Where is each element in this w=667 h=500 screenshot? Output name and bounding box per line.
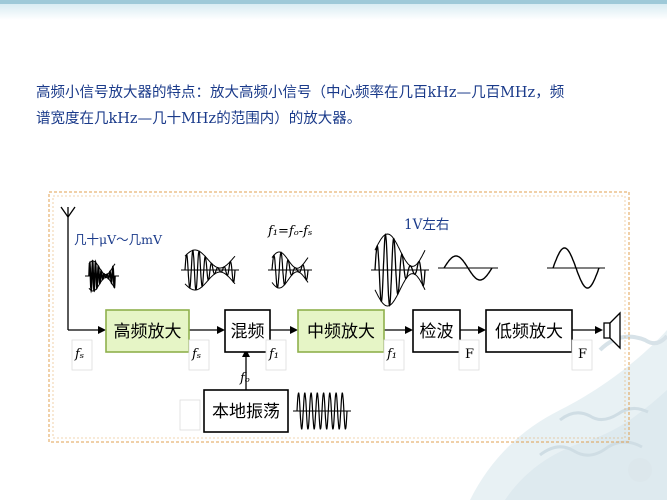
label-fo-local: fₒ — [239, 371, 250, 386]
block-detector-label: 检波 — [420, 322, 454, 342]
input-level-label: 几十μV～几mV — [74, 232, 163, 247]
block-detector: 检波 — [412, 309, 461, 353]
waveform-input-am — [85, 259, 119, 294]
block-if-amp: 中频放大 — [297, 309, 385, 353]
label-F-after-af: F — [578, 347, 587, 362]
label-F-after-det: F — [465, 347, 474, 362]
antenna-icon — [60, 206, 76, 330]
waveform-detected-sine — [438, 255, 498, 281]
if-level-label: 1V左右 — [404, 217, 449, 233]
diagram-frame-outer — [48, 191, 630, 443]
waveform-rf-output-am — [181, 249, 239, 291]
block-af-amp-label: 低频放大 — [495, 322, 563, 342]
block-rf-amp-label: 高频放大 — [114, 322, 182, 342]
label-f1-after-if: f₁ — [386, 347, 397, 362]
label-f1-after-mixer: f₁ — [268, 347, 279, 362]
if-formula-label: f₁=fₒ-fₛ — [267, 224, 312, 239]
block-af-amp: 低频放大 — [485, 309, 573, 353]
speaker-icon — [603, 311, 621, 350]
block-if-amp-label: 中频放大 — [307, 322, 375, 342]
diagram-frame-inner — [52, 195, 626, 439]
intro-line-1: 高频小信号放大器的特点：放大高频小信号（中心频率在几百kHz—几百MHz，频 — [36, 85, 565, 101]
block-rf-amp: 高频放大 — [105, 309, 190, 353]
dragon-ornament — [470, 330, 667, 500]
block-local-osc: 本地振荡 — [203, 389, 289, 433]
waveform-mixer-output-am — [268, 251, 312, 289]
intro-line-2: 谱宽度在几kHz—几十MHz的范围内）的放大器。 — [36, 111, 362, 127]
block-mixer-label: 混频 — [231, 322, 265, 342]
waveform-if-output-am — [371, 233, 429, 307]
arrowheads — [98, 326, 603, 357]
label-fs-after-rf: fₛ — [191, 347, 201, 362]
signal-label-boxes — [71, 339, 593, 431]
label-fs-input: fₛ — [74, 347, 84, 362]
waveform-local-osc — [293, 392, 351, 430]
waveform-audio-sine — [547, 247, 605, 289]
intro-text: 高频小信号放大器的特点：放大高频小信号（中心频率在几百kHz—几百MHz，频 谱… — [36, 80, 636, 132]
block-mixer: 混频 — [224, 309, 271, 353]
block-local-osc-label: 本地振荡 — [212, 402, 280, 422]
